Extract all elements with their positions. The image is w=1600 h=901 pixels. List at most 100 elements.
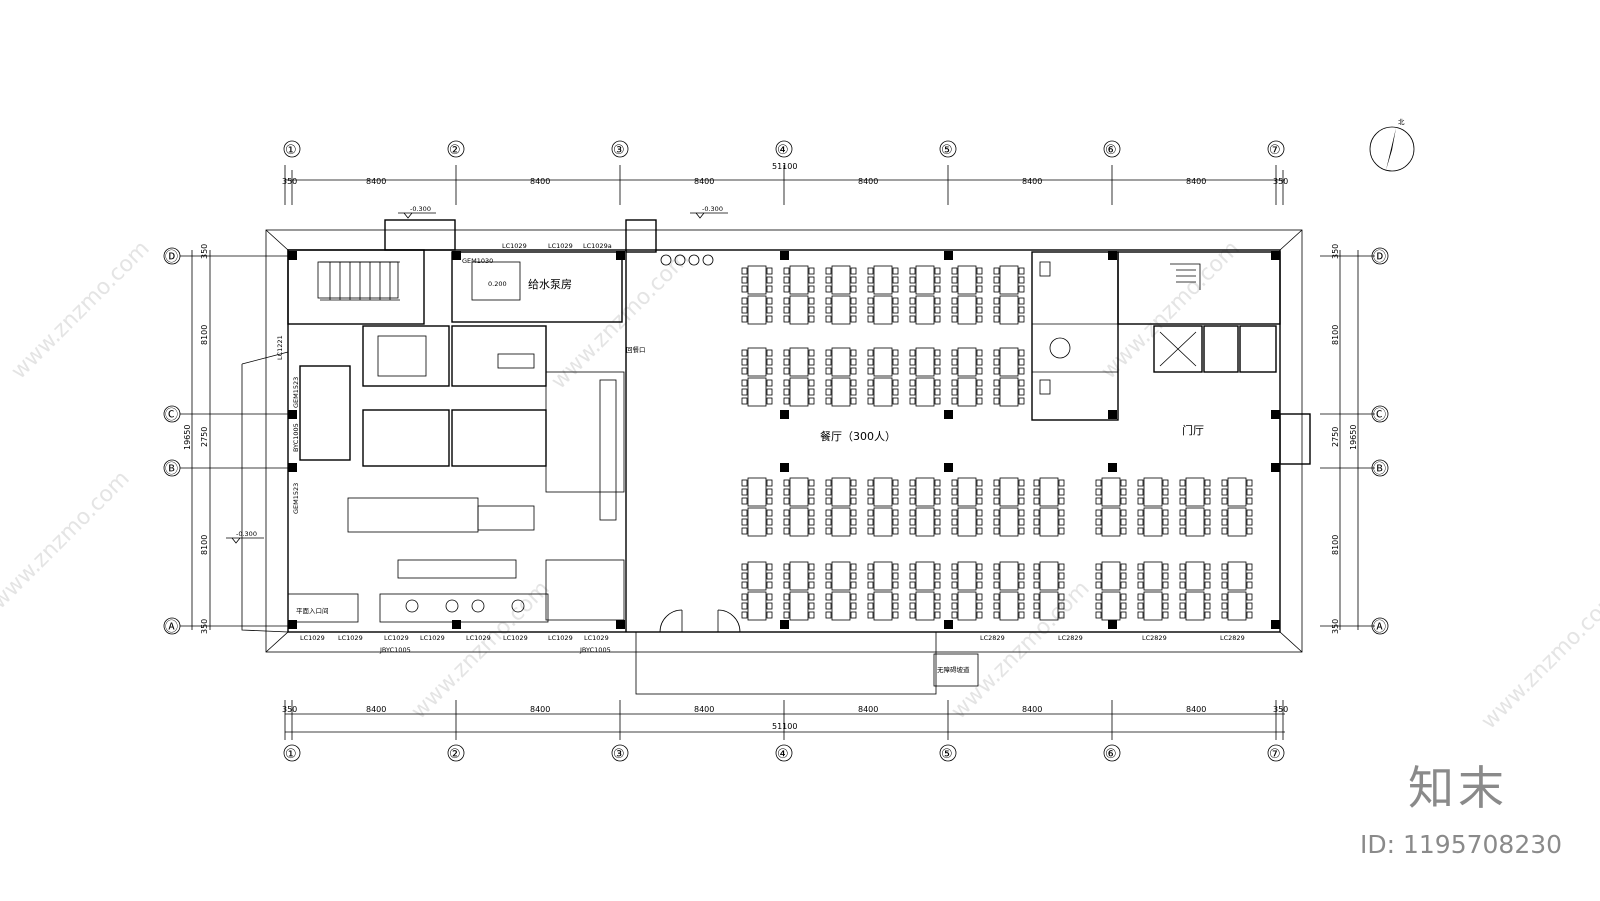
dining-chair bbox=[909, 479, 916, 487]
dining-chair bbox=[783, 479, 790, 487]
dining-table bbox=[831, 265, 851, 295]
dining-chair bbox=[766, 572, 773, 580]
dining-chair bbox=[1246, 611, 1253, 619]
dining-chair bbox=[1120, 572, 1127, 580]
dining-chair bbox=[892, 509, 899, 517]
win-bottom-r2: LC2829 bbox=[1058, 634, 1083, 642]
watermark-text-1: www.znzmo.com bbox=[7, 236, 155, 384]
dining-table bbox=[999, 377, 1019, 407]
dining-chair bbox=[867, 611, 874, 619]
watermark-text-4: www.znzmo.com bbox=[0, 466, 135, 614]
dining-chair bbox=[976, 509, 983, 517]
dining-chair bbox=[850, 367, 857, 375]
dining-chair bbox=[783, 276, 790, 284]
dining-chair bbox=[892, 611, 899, 619]
dining-chair bbox=[909, 397, 916, 405]
dining-chair bbox=[951, 388, 958, 396]
dining-chair bbox=[1018, 358, 1025, 366]
dining-chair bbox=[825, 509, 832, 517]
dining-table bbox=[1039, 561, 1059, 591]
win-bottom-r1: LC2829 bbox=[980, 634, 1005, 642]
dim-bottom-6: 8400 bbox=[1186, 705, 1206, 714]
dining-chair bbox=[1137, 581, 1144, 589]
dining-table bbox=[747, 377, 767, 407]
dining-chair bbox=[1058, 563, 1065, 571]
label-jbyc-1: JBYC1005 bbox=[379, 646, 411, 654]
dining-chair bbox=[1120, 602, 1127, 610]
dining-chair bbox=[1204, 518, 1211, 526]
dining-chair bbox=[1058, 611, 1065, 619]
dining-chair bbox=[976, 349, 983, 357]
dining-table bbox=[747, 561, 767, 591]
axis-top-2: ② bbox=[449, 143, 461, 158]
dining-table bbox=[915, 377, 935, 407]
dining-chair bbox=[741, 297, 748, 305]
dining-chair bbox=[850, 611, 857, 619]
win-bottom-6: LC1029 bbox=[503, 634, 528, 642]
dining-chair bbox=[993, 276, 1000, 284]
dining-chair bbox=[951, 285, 958, 293]
dining-chair bbox=[1018, 527, 1025, 535]
dining-chair bbox=[741, 379, 748, 387]
dining-chair bbox=[1162, 602, 1169, 610]
win-bottom-7: LC1029 bbox=[548, 634, 573, 642]
dining-chair bbox=[825, 497, 832, 505]
dining-chair bbox=[976, 581, 983, 589]
dining-chair bbox=[867, 388, 874, 396]
dining-chair bbox=[1018, 276, 1025, 284]
dining-chair bbox=[783, 315, 790, 323]
dining-chair bbox=[1058, 602, 1065, 610]
dining-chair bbox=[976, 488, 983, 496]
dining-chair bbox=[934, 572, 941, 580]
dining-table bbox=[999, 561, 1019, 591]
dining-chair bbox=[1221, 593, 1228, 601]
dining-chair bbox=[1221, 602, 1228, 610]
dining-table bbox=[1101, 477, 1121, 507]
dining-table bbox=[957, 265, 977, 295]
dining-chair bbox=[1033, 527, 1040, 535]
dining-chair bbox=[909, 297, 916, 305]
dining-chair bbox=[993, 593, 1000, 601]
dining-chair bbox=[993, 581, 1000, 589]
dining-chair bbox=[976, 315, 983, 323]
dim-top-total: 51100 bbox=[772, 162, 797, 171]
dining-chair bbox=[1179, 611, 1186, 619]
dining-chair bbox=[1179, 581, 1186, 589]
dining-chair bbox=[1137, 497, 1144, 505]
dining-chair bbox=[867, 297, 874, 305]
dining-chair bbox=[1095, 563, 1102, 571]
dining-table bbox=[1185, 561, 1205, 591]
dining-chair bbox=[825, 349, 832, 357]
dining-chair bbox=[867, 563, 874, 571]
svg-text:无障碍坡道: 无障碍坡道 bbox=[937, 665, 970, 674]
dining-chair bbox=[1246, 497, 1253, 505]
dining-chair bbox=[951, 297, 958, 305]
dining-chair bbox=[1095, 572, 1102, 580]
dining-chair bbox=[1018, 297, 1025, 305]
dining-chair bbox=[951, 518, 958, 526]
dining-chair bbox=[934, 285, 941, 293]
dining-chair bbox=[1033, 518, 1040, 526]
dining-chair bbox=[909, 276, 916, 284]
dining-chair bbox=[1221, 581, 1228, 589]
dim-bottom-total: 51100 bbox=[772, 722, 797, 731]
dining-chair bbox=[808, 276, 815, 284]
dining-chair bbox=[741, 276, 748, 284]
dining-table bbox=[999, 477, 1019, 507]
level-marker-2: -0.300 bbox=[702, 205, 723, 213]
dining-chair bbox=[951, 349, 958, 357]
dining-chair bbox=[1095, 593, 1102, 601]
dining-table bbox=[915, 507, 935, 537]
dining-chair bbox=[783, 497, 790, 505]
dining-chair bbox=[825, 397, 832, 405]
dining-table bbox=[873, 591, 893, 621]
dining-chair bbox=[993, 563, 1000, 571]
dim-right-1: 8100 bbox=[1331, 325, 1340, 345]
dim-right-3: 8100 bbox=[1331, 535, 1340, 555]
dining-chair bbox=[892, 527, 899, 535]
dining-chair bbox=[808, 367, 815, 375]
dining-chair bbox=[1137, 479, 1144, 487]
dining-chair bbox=[1120, 593, 1127, 601]
dim-left-1: 8100 bbox=[200, 325, 209, 345]
dining-chair bbox=[934, 581, 941, 589]
